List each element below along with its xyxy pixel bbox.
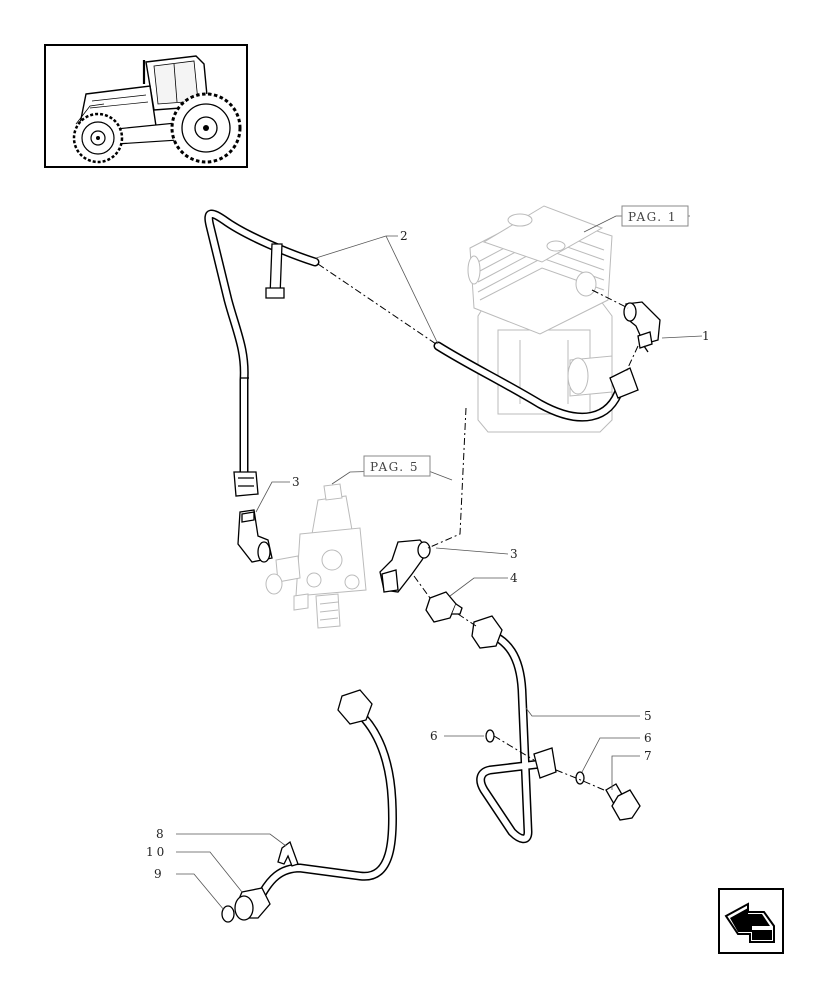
callout-6-left: 6 bbox=[430, 729, 438, 743]
seal-ring-9[interactable] bbox=[221, 905, 235, 923]
callout-5: 5 bbox=[644, 709, 652, 723]
pipe-2-lower[interactable] bbox=[433, 341, 639, 422]
callout-3-right: 3 bbox=[510, 547, 518, 561]
o-ring-6-right[interactable] bbox=[575, 771, 585, 785]
next-page-arrow-icon bbox=[724, 902, 775, 943]
callout-1: 1 bbox=[702, 329, 710, 343]
callout-10: 10 bbox=[146, 845, 167, 859]
leader-lines bbox=[176, 215, 703, 911]
elbow-fitting-1[interactable] bbox=[623, 301, 661, 353]
callout-8: 8 bbox=[156, 827, 164, 841]
callout-2: 2 bbox=[400, 229, 408, 243]
ref-pag-5-label: PAG. 5 bbox=[370, 460, 419, 474]
callout-9: 9 bbox=[154, 867, 162, 881]
callout-3-left: 3 bbox=[292, 475, 300, 489]
fitting-10[interactable] bbox=[234, 887, 271, 921]
valve-ghost bbox=[265, 483, 367, 629]
connection-lines bbox=[317, 263, 639, 791]
callout-4: 4 bbox=[510, 571, 518, 585]
o-ring-6-left[interactable] bbox=[485, 729, 495, 743]
tractor-thumbnail[interactable] bbox=[44, 44, 248, 168]
ref-pag-5[interactable]: PAG. 5 bbox=[363, 455, 431, 477]
elbow-fitting-3-left[interactable] bbox=[237, 509, 273, 563]
banjo-bolt-7[interactable] bbox=[605, 783, 641, 821]
ref-pag-1-label: PAG. 1 bbox=[628, 210, 677, 224]
callout-6-right: 6 bbox=[644, 731, 652, 745]
pipe-lower[interactable] bbox=[257, 689, 398, 899]
clip-8[interactable] bbox=[277, 840, 299, 867]
callout-7: 7 bbox=[644, 749, 652, 763]
pipe-5[interactable] bbox=[471, 615, 557, 844]
ref-pag-1[interactable]: PAG. 1 bbox=[621, 205, 689, 227]
tractor-icon bbox=[72, 55, 242, 164]
pipe-2-upper[interactable] bbox=[204, 209, 320, 497]
compressor-ghost bbox=[467, 205, 613, 433]
callouts: 1 2 3 3 4 5 6 6 7 8 9 10 bbox=[146, 229, 710, 881]
elbow-fitting-3-right[interactable] bbox=[379, 539, 431, 593]
next-page-button[interactable] bbox=[718, 888, 784, 954]
nut-4[interactable] bbox=[425, 591, 463, 623]
